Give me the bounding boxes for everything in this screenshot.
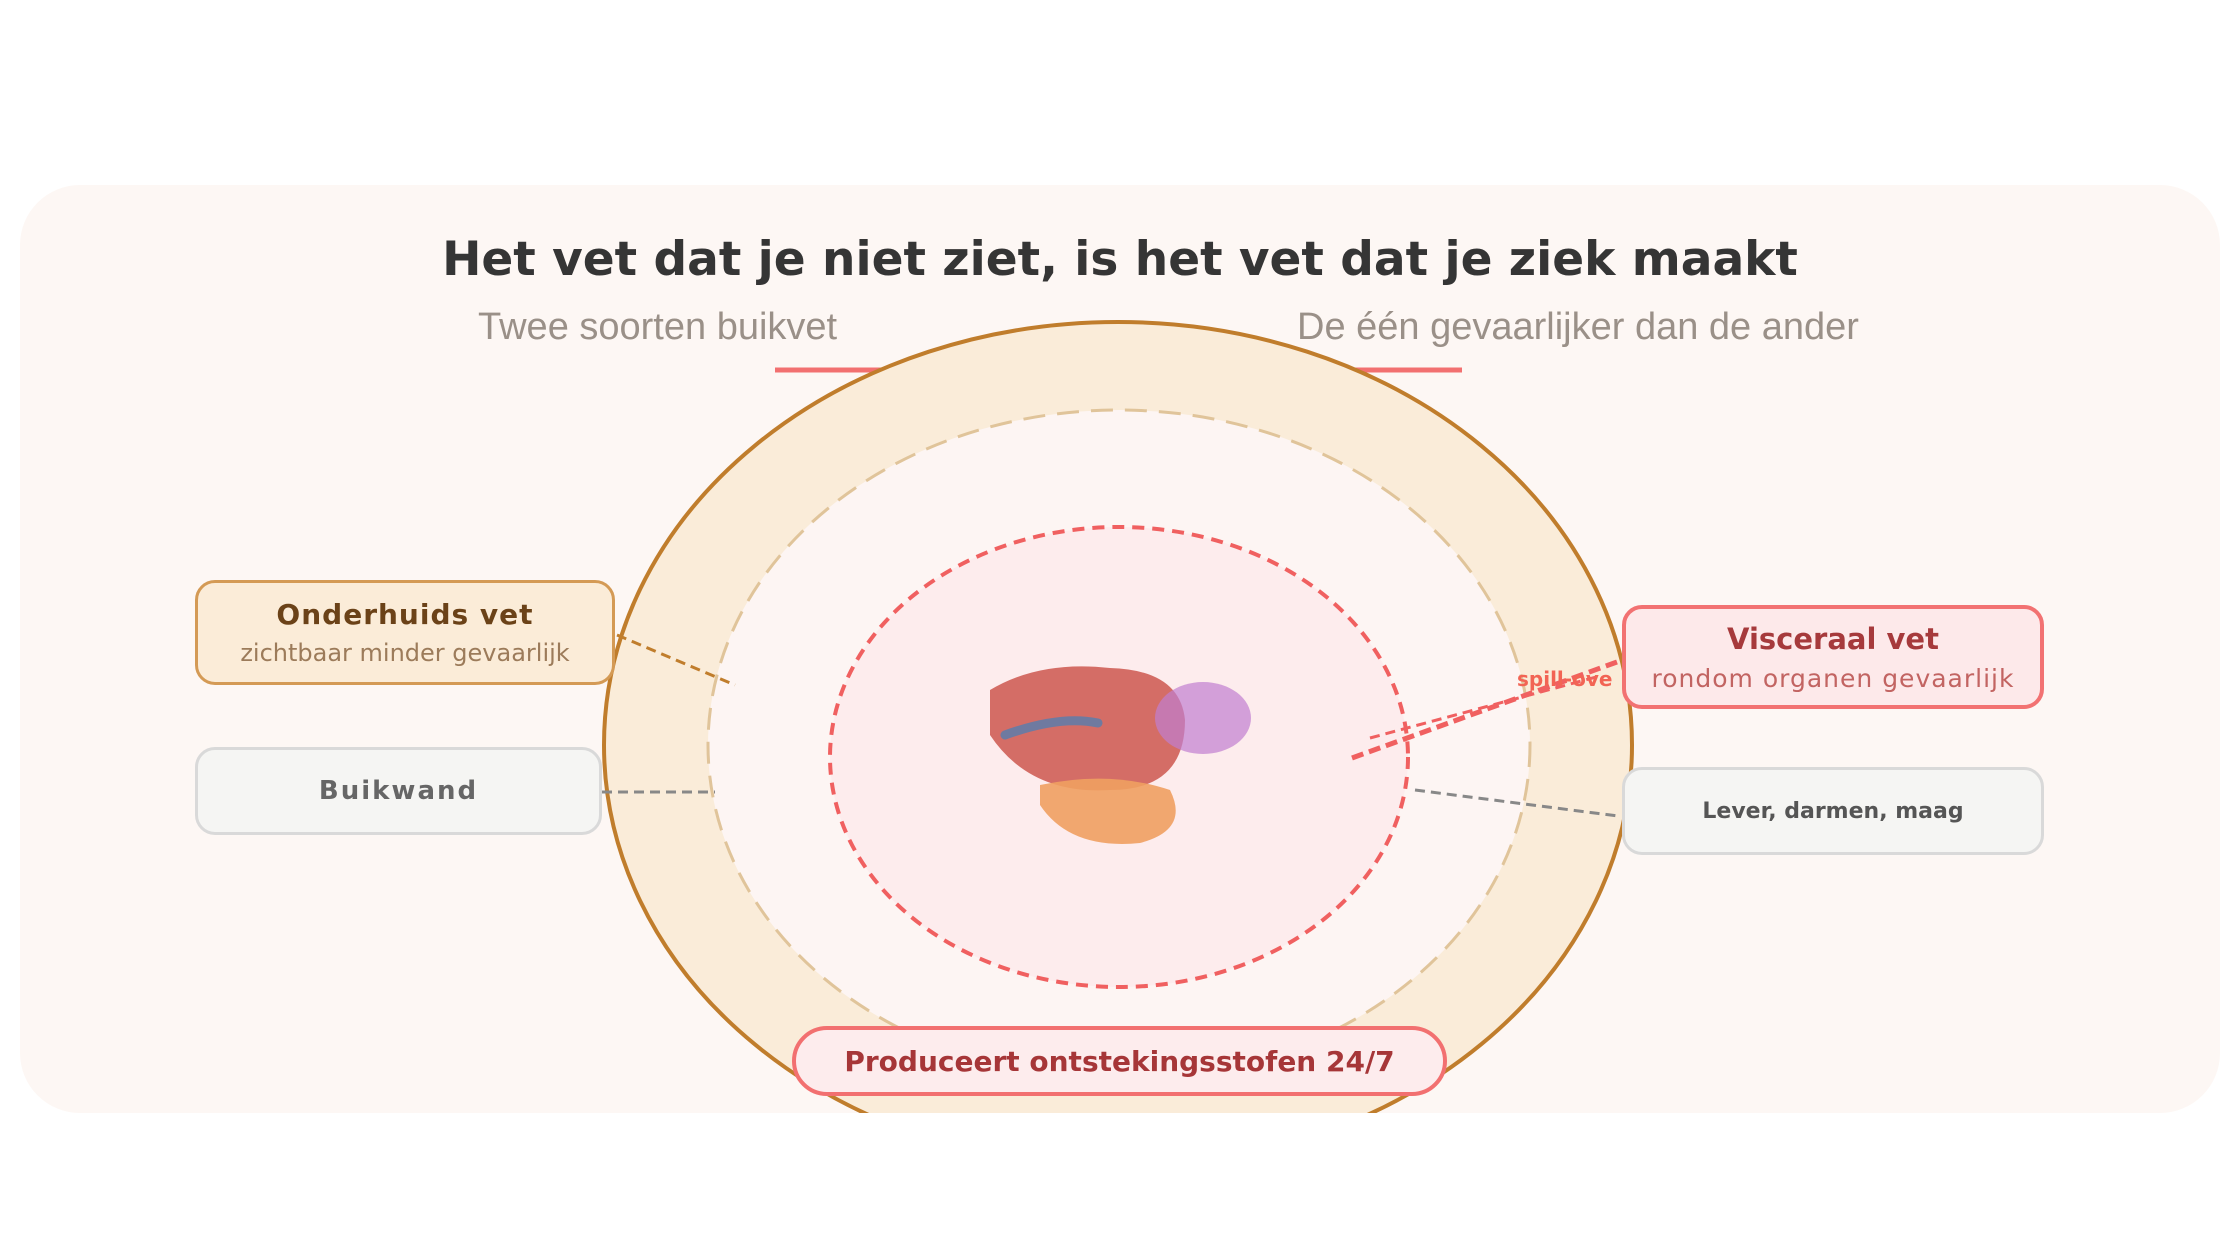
organs-label: Lever, darmen, maag [1622, 767, 2044, 855]
subtitle-left: Twee soorten buikvet [478, 306, 838, 348]
label-title: Onderhuids vet [276, 598, 534, 631]
connector-subcutaneous [616, 633, 736, 687]
intestine-shape [1040, 778, 1176, 844]
abdominal-wall-label: Buikwand [195, 747, 602, 835]
page-title: Het vet dat je niet ziet, is het vet dat… [442, 232, 1798, 287]
subtitle-right: De één gevaarlijker dan de ander [1297, 306, 1859, 348]
label-subtitle: rondom organen gevaarlijk [1651, 663, 2015, 693]
visceral-fat-label: Visceraal vet rondom organen gevaarlijk [1622, 605, 2044, 709]
liver-shape [990, 666, 1185, 791]
stomach-shape [1155, 682, 1251, 754]
label-subtitle: zichtbaar minder gevaarlijk [240, 639, 570, 667]
connector-organs [1414, 788, 1619, 818]
connector-visceral [1351, 659, 1618, 761]
vessel-shape [1000, 716, 1103, 740]
label-title: Buikwand [318, 776, 479, 806]
label-title: Lever, darmen, maag [1702, 798, 1964, 824]
subcutaneous-fat-label: Onderhuids vet zichtbaar minder gevaarli… [195, 580, 615, 685]
label-title: Visceraal vet [1727, 621, 1939, 656]
inflammation-callout: Produceert ontstekingsstofen 24/7 [792, 1026, 1447, 1096]
spillover-label: spill-ove [1517, 667, 1613, 691]
